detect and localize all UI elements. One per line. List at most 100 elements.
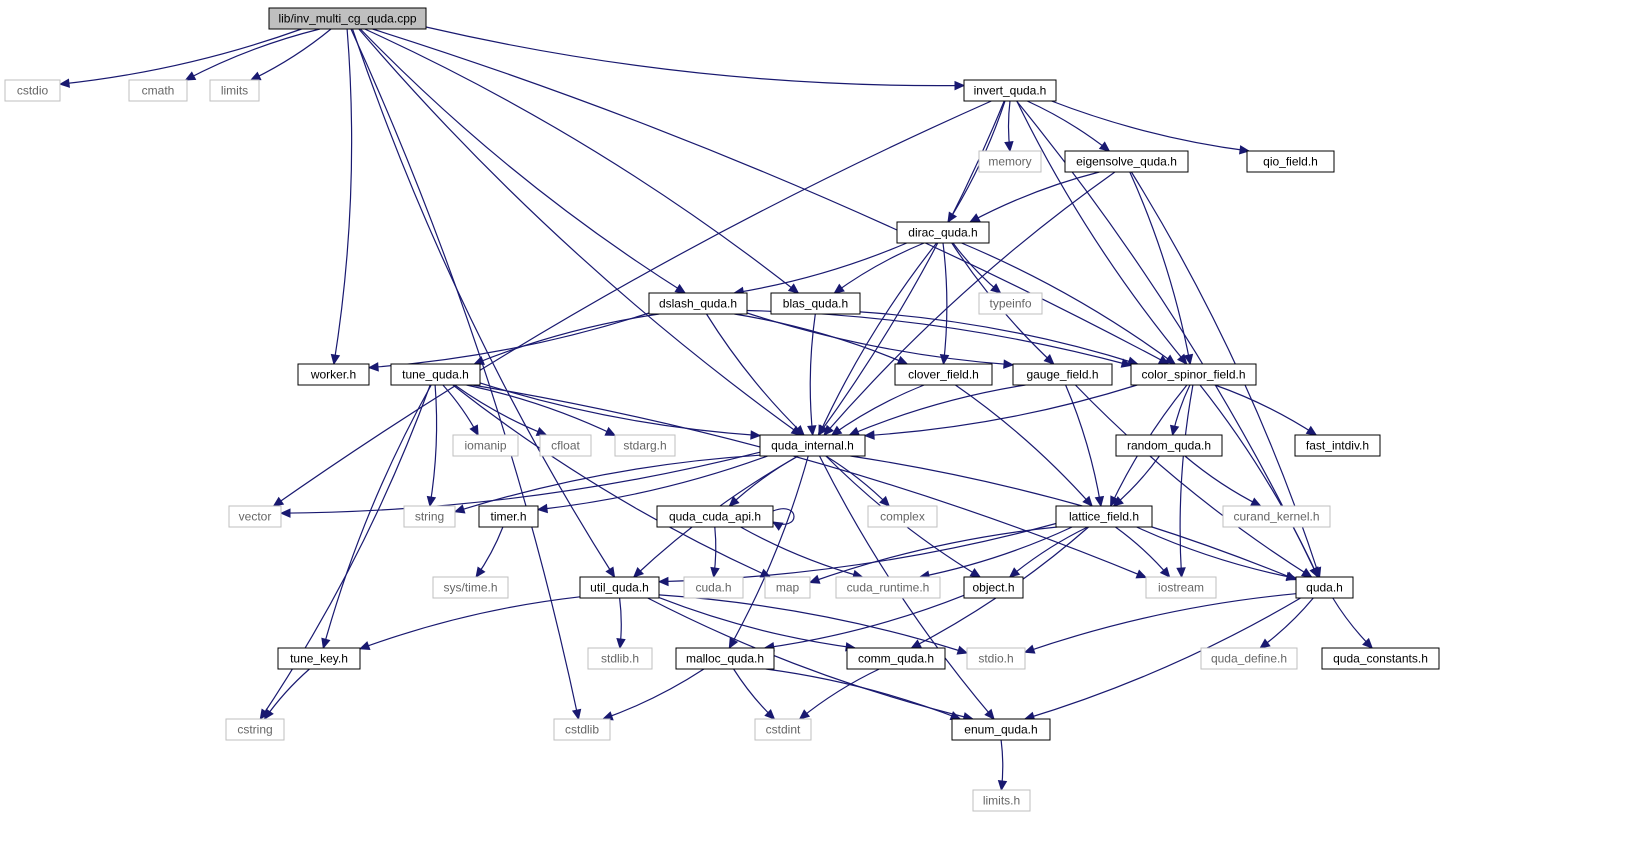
node-box xyxy=(452,434,519,457)
node-box xyxy=(894,363,993,386)
node-label: cstdint xyxy=(766,723,801,737)
node-limitsh: limits.h xyxy=(972,789,1031,812)
node-tunekey[interactable]: tune_key.h xyxy=(277,647,361,670)
node-malloc[interactable]: malloc_quda.h xyxy=(675,647,775,670)
node-csf[interactable]: color_spinor_field.h xyxy=(1130,363,1257,386)
node-object[interactable]: object.h xyxy=(963,576,1024,599)
node-box xyxy=(835,576,941,599)
node-lattice[interactable]: lattice_field.h xyxy=(1055,505,1153,528)
edge-line xyxy=(765,668,961,720)
node-box xyxy=(675,647,775,670)
node-qio[interactable]: qio_field.h xyxy=(1246,150,1335,173)
node-clover[interactable]: clover_field.h xyxy=(894,363,993,386)
edge-line xyxy=(952,242,1001,294)
node-eigen[interactable]: eigensolve_quda.h xyxy=(1064,150,1189,173)
arrowhead xyxy=(728,495,740,507)
node-gauge[interactable]: gauge_field.h xyxy=(1012,363,1113,386)
node-label: cmath xyxy=(142,84,175,98)
edge-line xyxy=(705,313,805,436)
node-fastdiv[interactable]: fast_intdiv.h xyxy=(1294,434,1381,457)
node-qconst[interactable]: quda_constants.h xyxy=(1321,647,1440,670)
edge-line xyxy=(831,384,925,436)
node-label: tune_quda.h xyxy=(402,368,469,382)
node-comm[interactable]: comm_quda.h xyxy=(846,647,946,670)
arrowhead xyxy=(453,504,466,514)
node-label: limits.h xyxy=(983,794,1020,808)
node-dslash[interactable]: dslash_quda.h xyxy=(648,292,748,315)
node-box xyxy=(209,79,260,102)
edge-line xyxy=(273,100,992,507)
edge-line xyxy=(734,242,908,294)
node-random[interactable]: random_quda.h xyxy=(1115,434,1223,457)
arrowhead xyxy=(1135,569,1148,579)
arrowhead xyxy=(1285,571,1298,582)
node-label: gauge_field.h xyxy=(1026,368,1098,382)
node-systime: sys/time.h xyxy=(432,576,509,599)
node-util[interactable]: util_quda.h xyxy=(579,576,660,599)
edge-tune-to-tunekey xyxy=(321,384,432,650)
edge-line xyxy=(849,384,1026,436)
node-box xyxy=(390,363,481,386)
node-box xyxy=(963,576,1024,599)
edge-line xyxy=(859,311,1138,365)
arrowhead xyxy=(954,80,966,91)
node-root[interactable]: lib/inv_multi_cg_quda.cpp xyxy=(268,7,427,30)
arrowhead xyxy=(330,353,341,366)
edge-qint-to-timer xyxy=(536,455,768,514)
node-quda[interactable]: quda.h xyxy=(1295,576,1354,599)
node-enum[interactable]: enum_quda.h xyxy=(951,718,1051,741)
edge-line xyxy=(1184,455,1261,507)
arrowhead xyxy=(674,283,687,294)
edge-cudaapi-to-cudah xyxy=(710,526,720,579)
edge-line xyxy=(834,242,925,294)
arrowhead xyxy=(984,708,995,720)
node-box xyxy=(1055,505,1153,528)
node-blas[interactable]: blas_quda.h xyxy=(770,292,861,315)
edge-tune-to-string xyxy=(426,384,438,508)
edge-root-to-cmath xyxy=(184,28,321,81)
edge-line xyxy=(818,242,938,436)
arrowhead xyxy=(259,708,270,721)
arrowhead xyxy=(863,430,875,440)
edge-line xyxy=(746,312,1014,366)
node-label: enum_quda.h xyxy=(964,723,1037,737)
edge-line xyxy=(1113,455,1160,507)
edge-qint-to-complex xyxy=(825,455,891,507)
edge-root-to-invert xyxy=(425,26,966,91)
node-invert[interactable]: invert_quda.h xyxy=(963,79,1057,102)
edge-qint-to-cudaapi xyxy=(728,455,799,507)
node-dirac[interactable]: dirac_quda.h xyxy=(896,221,990,244)
node-worker[interactable]: worker.h xyxy=(297,363,370,386)
edge-csf-to-random xyxy=(1169,384,1191,437)
arrowhead xyxy=(604,426,617,436)
node-box xyxy=(1321,647,1440,670)
node-timer[interactable]: timer.h xyxy=(478,505,539,528)
arrowhead xyxy=(1259,638,1271,649)
node-cudah: cuda.h xyxy=(683,576,744,599)
node-label: quda_cuda_api.h xyxy=(669,510,761,524)
edge-line xyxy=(359,596,581,650)
edge-line xyxy=(809,526,1058,584)
edge-line xyxy=(850,455,1297,581)
edge-lattice-to-quda xyxy=(1136,526,1298,582)
edge-tune-to-qint xyxy=(479,382,762,440)
arrowhead xyxy=(469,424,479,437)
node-cudaapi[interactable]: quda_cuda_api.h xyxy=(656,505,774,528)
arrowhead xyxy=(1112,496,1124,507)
node-label: tune_key.h xyxy=(290,652,348,666)
arrowhead xyxy=(833,283,845,294)
node-label: map xyxy=(776,581,800,595)
node-tune[interactable]: tune_quda.h xyxy=(390,363,481,386)
edge-line xyxy=(1065,384,1102,507)
edge-malloc-to-cstdint xyxy=(733,668,776,720)
node-cstdlib: cstdlib xyxy=(553,718,611,741)
node-label: complex xyxy=(880,510,925,524)
node-qint[interactable]: quda_internal.h xyxy=(759,434,866,457)
node-label: curand_kernel.h xyxy=(1233,510,1319,524)
node-box xyxy=(867,505,938,528)
node-box xyxy=(972,789,1031,812)
node-string: string xyxy=(403,505,456,528)
edge-tune-to-iomanip xyxy=(442,384,479,437)
edge-line xyxy=(359,28,686,294)
edge-line xyxy=(59,28,302,85)
